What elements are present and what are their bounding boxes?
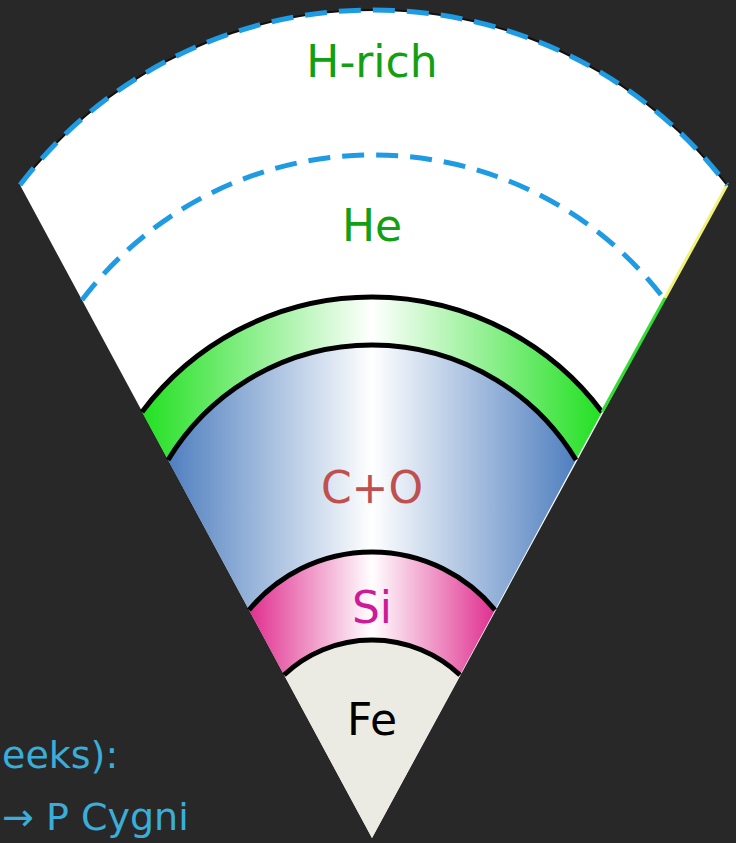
carbon-oxygen-layer: C+O [315, 461, 429, 516]
dashed-boundary [82, 155, 665, 300]
layer-label: He [342, 201, 402, 252]
iron-core-label: Fe [341, 693, 403, 748]
edge-highlight [665, 185, 727, 298]
helium-layer: He [336, 199, 408, 254]
dashed-boundary [20, 10, 727, 185]
layer-label: Fe [347, 695, 397, 746]
caption-fragment: eeks): [2, 734, 118, 778]
shell-border [142, 297, 602, 412]
outer-boundary [20, 10, 727, 185]
shell-border [168, 345, 576, 460]
layer-label: H-rich [306, 37, 437, 88]
layer-label: Si [352, 583, 392, 634]
hydrogen-layer: H-rich [300, 35, 443, 90]
shell-border [284, 640, 460, 675]
silicon-layer: Si [346, 581, 398, 636]
layer-label: C+O [321, 463, 423, 514]
caption-fragment: → P Cygni [2, 796, 189, 840]
edge-highlight [602, 298, 665, 412]
outer-envelope [20, 10, 727, 838]
iron-core [284, 640, 460, 838]
